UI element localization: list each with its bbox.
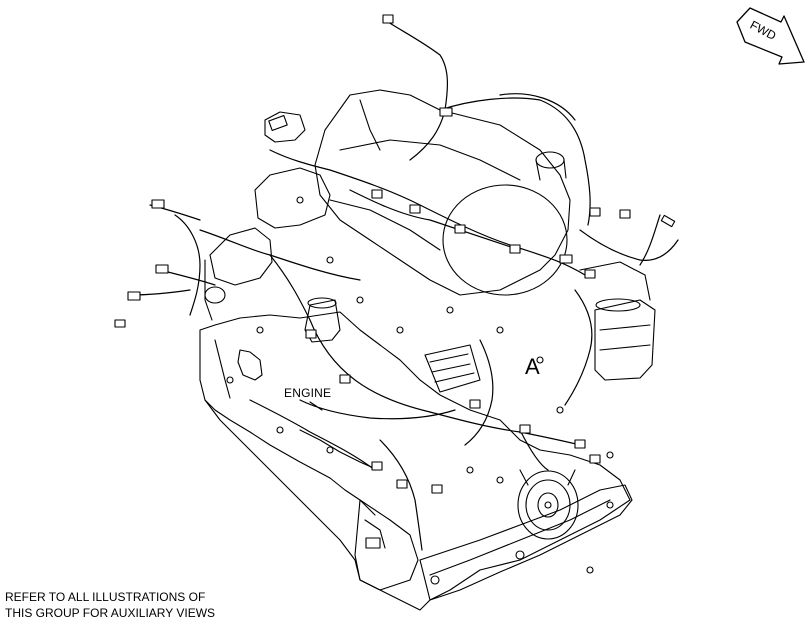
oil-pan — [354, 499, 419, 591]
ecm-module — [424, 344, 481, 393]
wiring-harness — [129, 19, 679, 551]
fittings — [226, 196, 614, 574]
engine-leader-line — [309, 401, 323, 411]
fwd-label: FWD — [748, 18, 779, 43]
fwd-arrow-icon: FWD — [736, 7, 805, 65]
secondary-filter — [304, 297, 341, 343]
engine-block — [199, 311, 631, 611]
engine-label: ENGINE — [284, 386, 332, 400]
note-line-2: THIS GROUP FOR AUXILIARY VIEWS — [5, 606, 216, 620]
intake-piping — [204, 111, 331, 321]
front-housing — [419, 484, 633, 601]
crankshaft-pulley — [517, 469, 579, 540]
harness-connectors — [114, 14, 676, 494]
auxiliary-views-note: REFER TO ALL ILLUSTRATIONS OF THIS GROUP… — [5, 589, 215, 621]
fuel-filter — [579, 261, 656, 381]
view-a-label: A — [525, 354, 540, 379]
aftertreatment-canister — [314, 89, 571, 296]
note-line-1: REFER TO ALL ILLUSTRATIONS OF — [5, 590, 206, 604]
